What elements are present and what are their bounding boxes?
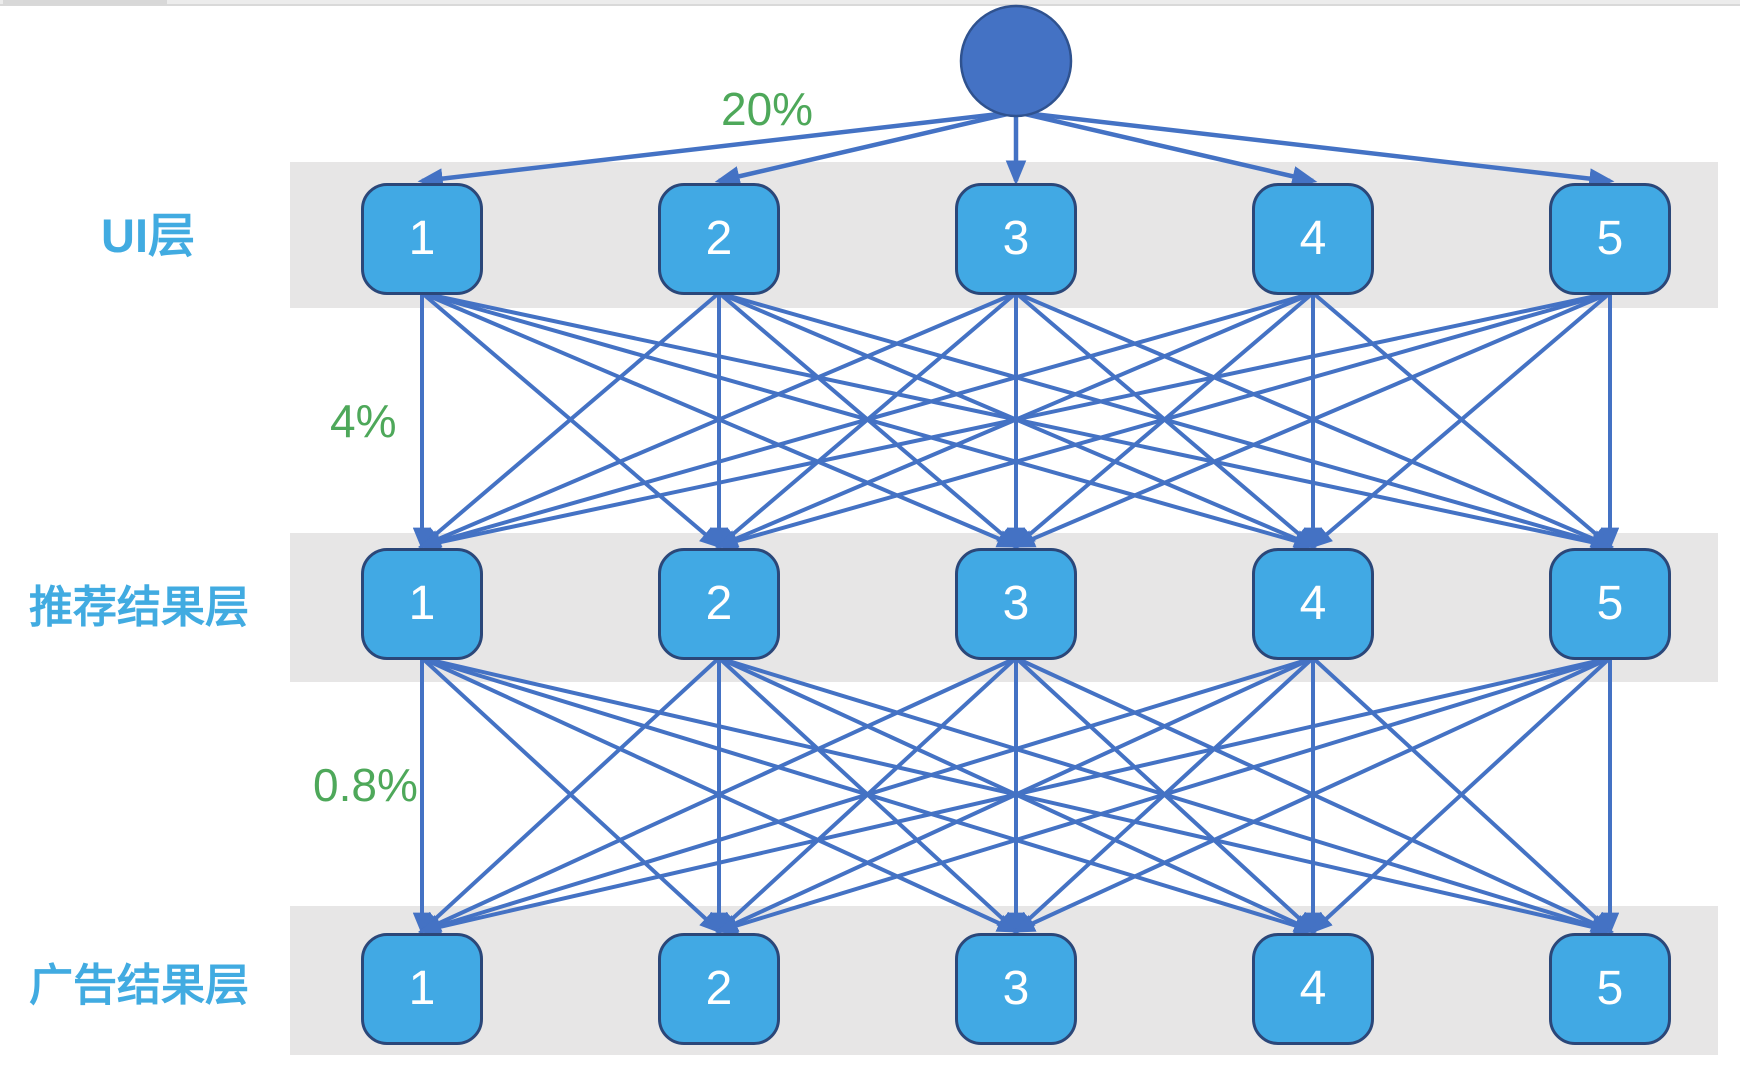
- rate-ui-to-recommendation: 4%: [330, 395, 397, 447]
- scrollbar-thumb[interactable]: [3, 0, 167, 5]
- node-ui-4: 4: [1252, 183, 1374, 295]
- node-ad-2: 2: [658, 933, 780, 1045]
- label-ui-layer: UI层: [101, 209, 195, 262]
- node-recommendation-2: 2: [658, 548, 780, 660]
- node-ui-3: 3: [955, 183, 1077, 295]
- node-ui-1: 1: [361, 183, 483, 295]
- rate-recommendation-to-ad: 0.8%: [313, 759, 418, 811]
- node-recommendation-3: 3: [955, 548, 1077, 660]
- rate-root-to-ui: 20%: [721, 83, 814, 135]
- node-recommendation-5: 5: [1549, 548, 1671, 660]
- node-ad-3: 3: [955, 933, 1077, 1045]
- label-ad-layer: 广告结果层: [29, 961, 249, 1010]
- node-ui-5: 5: [1549, 183, 1671, 295]
- node-recommendation-4: 4: [1252, 548, 1374, 660]
- node-recommendation-1: 1: [361, 548, 483, 660]
- node-ad-1: 1: [361, 933, 483, 1045]
- node-ui-2: 2: [658, 183, 780, 295]
- node-ad-5: 5: [1549, 933, 1671, 1045]
- top-scrollbar-track: [0, 0, 1740, 6]
- node-ad-4: 4: [1252, 933, 1374, 1045]
- root-node-circle: [959, 4, 1073, 118]
- label-recommendation-layer: 推荐结果层: [29, 583, 249, 632]
